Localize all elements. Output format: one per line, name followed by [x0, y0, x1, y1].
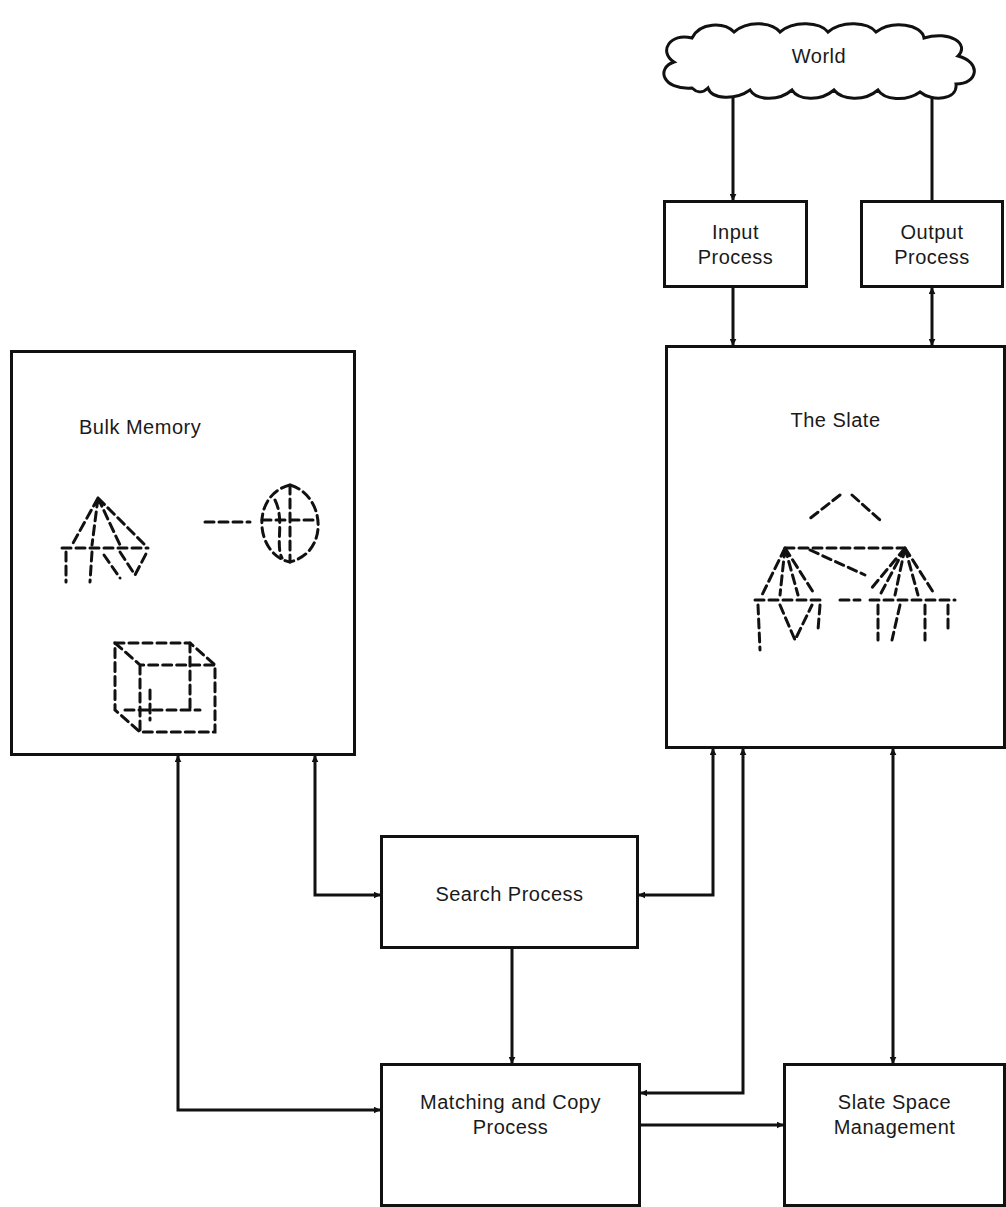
flow-arrow: [639, 749, 713, 895]
node-label: World: [662, 44, 976, 69]
process-box: Input Process: [663, 200, 808, 288]
node-label: Matching and Copy Process: [393, 1090, 628, 1140]
graph-sketch: [62, 485, 955, 732]
process-box: Search Process: [380, 835, 639, 949]
node-label: Bulk Memory: [79, 415, 343, 440]
flow-arrow: [931, 288, 934, 345]
flow-arrow: [732, 92, 735, 200]
flow-arrow: [511, 949, 514, 1063]
node-label: The Slate: [678, 408, 993, 433]
node-label: Input Process: [676, 220, 795, 270]
node-label: Output Process: [873, 220, 991, 270]
flow-arrow: [931, 90, 934, 200]
process-box: Matching and Copy Process: [380, 1063, 641, 1207]
process-box: Slate Space Management: [783, 1063, 1006, 1207]
node-label: Slate Space Management: [796, 1090, 993, 1140]
process-box: Output Process: [860, 200, 1004, 288]
flow-arrow: [315, 756, 380, 895]
flow-arrow: [641, 749, 743, 1093]
slate-box: The Slate: [665, 345, 1006, 749]
memory-box: Bulk Memory: [10, 350, 356, 756]
flow-arrow: [732, 288, 735, 345]
node-label: Search Process: [393, 882, 626, 907]
flow-arrow: [641, 1124, 783, 1127]
world-cloud: World: [652, 18, 986, 102]
flow-arrow: [178, 756, 380, 1110]
flow-arrow: [892, 749, 895, 1063]
